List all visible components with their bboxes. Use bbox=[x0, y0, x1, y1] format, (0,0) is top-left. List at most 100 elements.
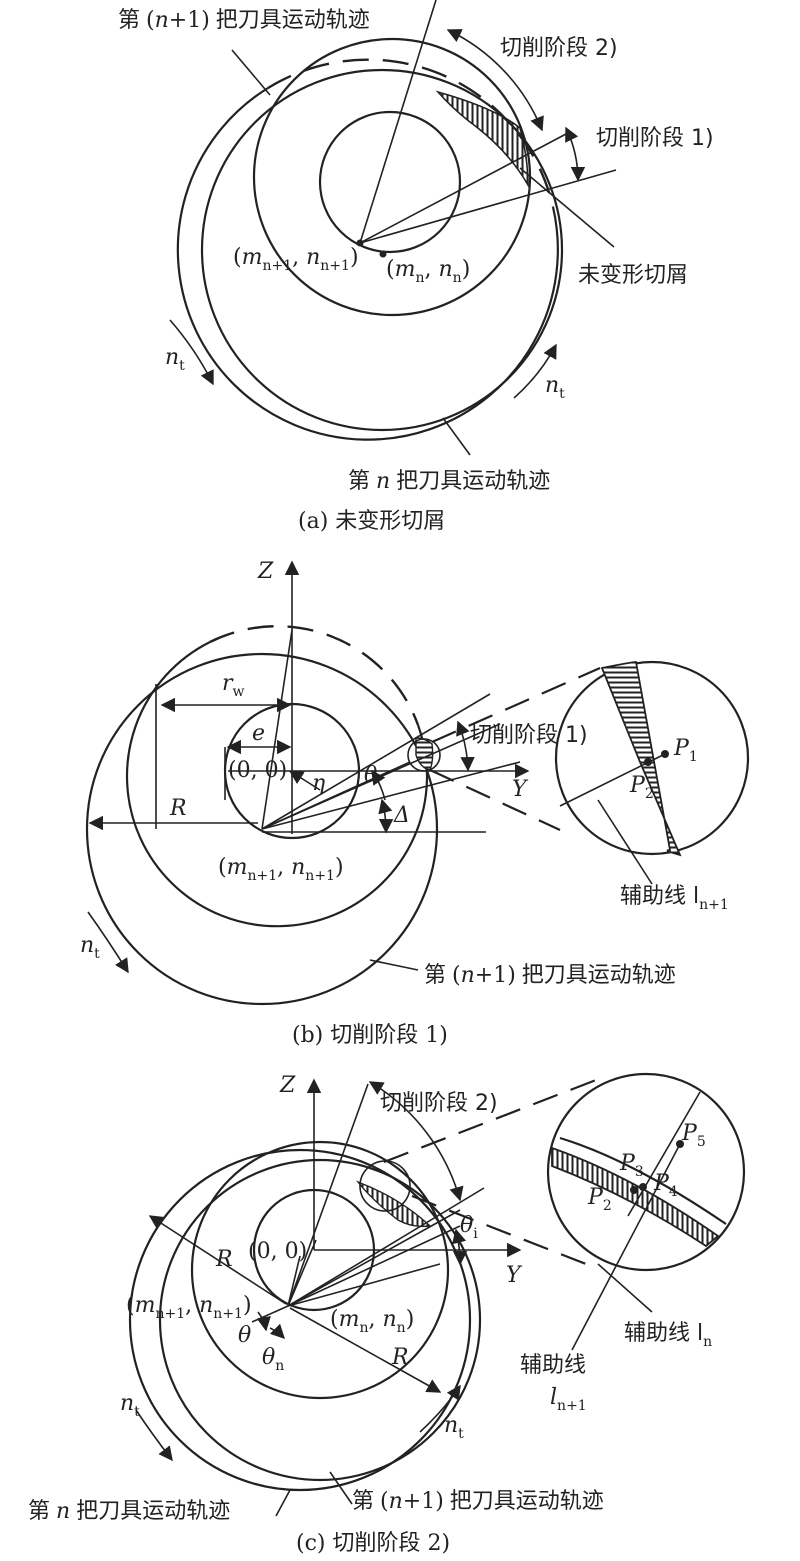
theta-arc-c bbox=[256, 1311, 271, 1332]
P4-label-c: P4 bbox=[653, 1171, 678, 1200]
panel-c: Z Y 切削阶段 2) (0, 0) R R θi θ θn P5 P3 P4 … bbox=[28, 1072, 746, 1556]
tool-circle-c-n1 bbox=[158, 1158, 482, 1482]
P2-label-b: P2 bbox=[629, 773, 654, 802]
aux-ln-label-c: 辅助线 ln bbox=[624, 1321, 712, 1350]
zoom-aux-ln1-c bbox=[571, 1143, 681, 1351]
eta-arrow-b bbox=[288, 770, 321, 791]
nt-label-b: nt bbox=[80, 933, 100, 962]
thetan-label-c: θn bbox=[262, 1345, 284, 1374]
caption-c: (c) 切削阶段 2) bbox=[296, 1531, 450, 1556]
traj-n1-label-c: 第(n+1)把刀具运动轨迹 bbox=[352, 1489, 604, 1514]
stage1-arrow-b bbox=[456, 720, 475, 772]
R-label-b: R bbox=[169, 796, 187, 821]
ray-c7 bbox=[287, 1255, 301, 1307]
P5-label-c: P5 bbox=[681, 1121, 706, 1150]
ray-c3 bbox=[287, 1187, 485, 1307]
traj-leader-b bbox=[369, 959, 419, 971]
caption-b: (b) 切削阶段 1) bbox=[292, 1023, 448, 1048]
rw-label-b: rw bbox=[222, 671, 245, 700]
ray-b1 bbox=[261, 693, 491, 830]
ray-a3 bbox=[359, 169, 617, 244]
tool-circle-b-n1-solid bbox=[125, 641, 429, 928]
zoom-chip-c bbox=[551, 1146, 720, 1248]
panel-b: Z Y rw e (0, 0) R η θ Δ 切削阶段 1) P1 P2 辅助… bbox=[80, 559, 750, 1048]
point-P4-c bbox=[639, 1183, 647, 1191]
ray-c2 bbox=[287, 1209, 461, 1307]
ray-c4 bbox=[287, 1225, 461, 1307]
tool-circle-c-n bbox=[128, 1148, 472, 1492]
R1-label-c: R bbox=[215, 1247, 233, 1272]
thetai-label-c: θi bbox=[460, 1213, 478, 1242]
point-mn1-label-c: (mn+1, nn+1) bbox=[126, 1293, 252, 1322]
tool-circle-b-n1-dashed bbox=[209, 625, 420, 726]
traj-n1-leader-a bbox=[231, 49, 271, 96]
origin-label-b: (0, 0) bbox=[228, 758, 287, 783]
delta-label-b: Δ bbox=[393, 803, 410, 828]
ray-b5 bbox=[261, 629, 293, 830]
chip-label-a: 未变形切屑 bbox=[578, 263, 688, 288]
delta-arc-b bbox=[378, 798, 394, 834]
nt-arrow-a-right bbox=[513, 343, 557, 399]
zoom-aux-ln-c bbox=[627, 1091, 701, 1217]
traj-n1-leader-c bbox=[329, 1471, 353, 1505]
R-dim-c1 bbox=[148, 1215, 287, 1305]
z-label-b: Z bbox=[257, 559, 274, 584]
point-mn-label-a: (mn, nn) bbox=[386, 257, 470, 286]
stage2-label-a: 切削阶段 2) bbox=[500, 36, 618, 61]
mid-circle-c bbox=[190, 1140, 450, 1400]
point-label-b: (mn+1, nn+1) bbox=[218, 855, 344, 884]
P2-label-c: P2 bbox=[587, 1185, 612, 1214]
tool-circle-b-large bbox=[85, 652, 439, 1006]
stage2-arrow-a bbox=[446, 29, 544, 132]
zoom-curve-top-c bbox=[559, 1136, 727, 1225]
ray-c1 bbox=[287, 1083, 369, 1307]
point-P2-c bbox=[630, 1186, 638, 1194]
zoom-line-bottom-b bbox=[429, 769, 561, 831]
nt-arrow-b bbox=[87, 911, 129, 974]
ray-b4 bbox=[261, 761, 411, 830]
theta-label-b: θ bbox=[364, 763, 377, 788]
zoom-line-bottom-c bbox=[411, 1194, 587, 1266]
zoom-source-b bbox=[407, 738, 441, 772]
caption-a: (a) 未变形切屑 bbox=[298, 509, 445, 534]
zoom-circle-b bbox=[554, 660, 750, 856]
thetan-arc-c bbox=[269, 1323, 286, 1340]
nt-arrow-c-right bbox=[419, 1384, 461, 1433]
tool-circle-n1-dashed bbox=[267, 58, 555, 208]
nt-label-c-right: nt bbox=[444, 1413, 464, 1442]
nt-label-a-right: nt bbox=[545, 373, 565, 402]
stage2-arrow-c bbox=[368, 1081, 464, 1202]
traj-n-leader-c bbox=[275, 1489, 291, 1517]
ray-c5 bbox=[287, 1263, 441, 1307]
z-label-c: Z bbox=[279, 1073, 296, 1098]
nt-arrow-c-left bbox=[135, 1409, 173, 1462]
point-mn-a bbox=[379, 250, 387, 258]
aux-ln1-label-c: 辅助线 bbox=[520, 1353, 586, 1378]
P1-label-b: P1 bbox=[673, 736, 698, 765]
panel-a: 第(n+1)把刀具运动轨迹 切削阶段 2) 切削阶段 1) 未变形切屑 (mn+… bbox=[118, 0, 714, 534]
zoom-circle-c bbox=[546, 1072, 746, 1272]
point-P1-b bbox=[661, 750, 669, 758]
traj-label-b: 第(n+1)把刀具运动轨迹 bbox=[424, 963, 676, 988]
origin-label-c: (0, 0) bbox=[248, 1239, 307, 1264]
inner-circle-c bbox=[252, 1188, 376, 1312]
ray-a2 bbox=[359, 133, 567, 244]
chip-leader-a bbox=[519, 167, 615, 248]
point-mn1-a bbox=[356, 239, 364, 247]
tool-circle-n bbox=[200, 68, 564, 432]
point-P2-b bbox=[644, 758, 652, 766]
e-label-b: e bbox=[252, 721, 265, 746]
y-label-c: Y bbox=[506, 1263, 523, 1288]
ray-c8 bbox=[251, 1305, 289, 1323]
stage1-label-a: 切削阶段 1) bbox=[596, 126, 714, 151]
P3-label-c: P3 bbox=[619, 1151, 644, 1180]
R-dim-c2 bbox=[289, 1307, 442, 1393]
traj-n-leader-a bbox=[442, 417, 471, 456]
nt-arrow-a-left bbox=[169, 319, 214, 386]
thetai-arc-c bbox=[452, 1228, 468, 1266]
y-label-b: Y bbox=[512, 777, 529, 802]
nt-label-c-left: nt bbox=[120, 1391, 140, 1420]
